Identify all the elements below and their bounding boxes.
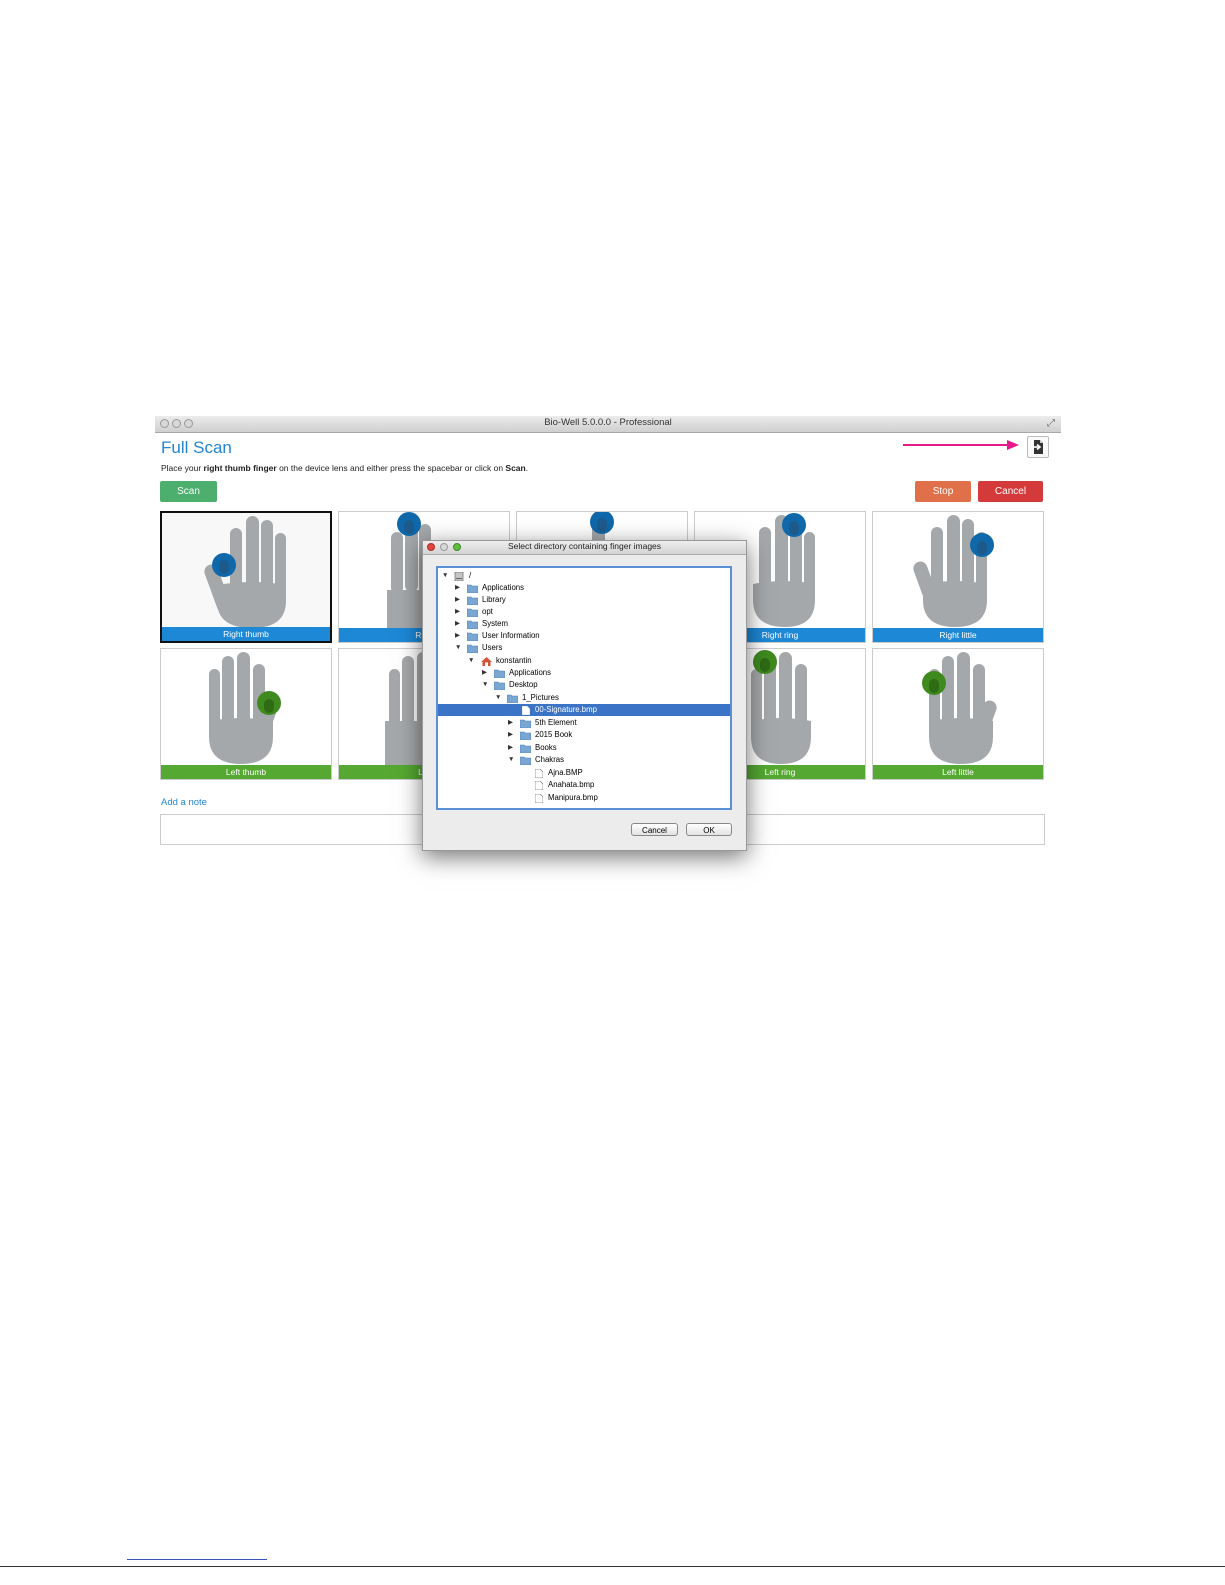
footnote-link-rule <box>127 1559 267 1560</box>
hand-icon <box>209 652 281 764</box>
folder-icon <box>494 681 505 690</box>
add-note-link[interactable]: Add a note <box>161 797 207 808</box>
folder-icon <box>507 694 518 703</box>
page-title: Full Scan <box>161 438 232 457</box>
folder-icon <box>520 756 531 765</box>
hand-icon <box>204 516 286 628</box>
file-icon <box>535 794 543 803</box>
tree-row[interactable]: ▶5th Element <box>508 718 577 728</box>
disclosure-collapsed-icon[interactable]: ▶ <box>482 669 487 676</box>
finger-label: Left little <box>873 765 1043 779</box>
disclosure-expanded-icon[interactable]: ▼ <box>482 681 489 688</box>
disclosure-expanded-icon[interactable]: ▼ <box>442 572 449 579</box>
finger-label: Right thumb <box>162 627 330 641</box>
tree-row[interactable]: ▶Books <box>508 743 557 753</box>
load-images-button[interactable] <box>1027 436 1049 458</box>
folder-icon <box>467 584 478 593</box>
window-title: Bio-Well 5.0.0.0 - Professional <box>544 417 672 428</box>
folder-icon <box>467 596 478 605</box>
tree-row[interactable]: Manipura.bmp <box>438 792 730 804</box>
finger-card-right-little[interactable]: Right little <box>872 511 1044 643</box>
disclosure-collapsed-icon[interactable]: ▶ <box>455 632 460 639</box>
tree-row[interactable]: ▶2015 Book <box>508 730 573 740</box>
folder-icon <box>467 644 478 653</box>
file-icon <box>535 769 543 778</box>
tree-row[interactable]: ▼konstantin <box>468 656 532 666</box>
disclosure-collapsed-icon[interactable]: ▶ <box>455 608 460 615</box>
tree-row[interactable]: ▼1_Pictures <box>495 693 559 703</box>
disclosure-collapsed-icon[interactable]: ▶ <box>455 584 460 591</box>
minimize-window-button[interactable] <box>172 419 181 428</box>
tree-row[interactable]: Ajna.BMP <box>438 767 730 779</box>
select-directory-dialog: Select directory containing finger image… <box>422 540 747 851</box>
tree-row[interactable]: ▶opt <box>455 607 493 617</box>
dialog-ok-button[interactable]: OK <box>686 823 732 836</box>
tree-row[interactable]: ▼Desktop <box>482 680 538 690</box>
dialog-minimize-button[interactable] <box>440 543 448 551</box>
folder-icon <box>467 632 478 641</box>
file-icon <box>522 706 530 715</box>
tree-row[interactable]: ▼/ <box>442 571 472 581</box>
finger-name: right thumb finger <box>203 463 277 473</box>
disclosure-collapsed-icon[interactable]: ▶ <box>455 596 460 603</box>
scan-button[interactable]: Scan <box>160 481 217 502</box>
page-footer-rule <box>0 1566 1225 1567</box>
finger-card-left-little[interactable]: Left little <box>872 648 1044 780</box>
disclosure-collapsed-icon[interactable]: ▶ <box>508 744 513 751</box>
tree-row[interactable]: ▶Applications <box>455 583 525 593</box>
home-icon <box>481 657 492 666</box>
hand-icon <box>751 650 811 764</box>
finger-card-right-thumb[interactable]: Right thumb <box>160 511 332 643</box>
hand-icon <box>922 652 997 764</box>
finger-label: Right little <box>873 628 1043 642</box>
dialog-zoom-button[interactable] <box>453 543 461 551</box>
tree-row[interactable]: Anahata.bmp <box>438 779 730 791</box>
window-titlebar: Bio-Well 5.0.0.0 - Professional ⤢ <box>155 416 1061 433</box>
close-window-button[interactable] <box>160 419 169 428</box>
folder-icon <box>467 608 478 617</box>
tree-row[interactable]: ▶System <box>455 619 508 629</box>
folder-icon <box>520 744 531 753</box>
disclosure-collapsed-icon[interactable]: ▶ <box>508 719 513 726</box>
dialog-close-button[interactable] <box>427 543 435 551</box>
folder-icon <box>520 719 531 728</box>
dialog-title: Select directory containing finger image… <box>507 541 662 551</box>
disclosure-collapsed-icon[interactable]: ▶ <box>508 731 513 738</box>
tree-row-selected[interactable]: 00-Signature.bmp <box>438 704 730 716</box>
zoom-window-button[interactable] <box>184 419 193 428</box>
scan-instruction: Place your right thumb finger on the dev… <box>161 463 529 473</box>
dialog-titlebar: Select directory containing finger image… <box>423 541 746 555</box>
disclosure-expanded-icon[interactable]: ▼ <box>468 657 475 664</box>
disclosure-expanded-icon[interactable]: ▼ <box>455 644 462 651</box>
dialog-cancel-button[interactable]: Cancel <box>631 823 678 836</box>
tree-row[interactable]: ▶Applications <box>482 668 552 678</box>
finger-label: Left thumb <box>161 765 331 779</box>
file-import-icon <box>1031 440 1043 454</box>
annotation-arrow-icon <box>903 440 1019 450</box>
directory-tree[interactable]: ▼/ ▶Applications ▶Library ▶opt ▶System ▶… <box>436 566 732 810</box>
stop-button[interactable]: Stop <box>915 481 971 502</box>
finger-card-left-thumb[interactable]: Left thumb <box>160 648 332 780</box>
file-icon <box>535 781 543 790</box>
disclosure-collapsed-icon[interactable]: ▶ <box>455 620 460 627</box>
tree-row[interactable]: ▼Users <box>455 643 503 653</box>
hand-icon <box>913 515 994 627</box>
tree-row[interactable]: ▼Chakras <box>508 755 565 765</box>
tree-row[interactable]: ▶Library <box>455 595 506 605</box>
folder-icon <box>467 620 478 629</box>
hand-icon <box>753 513 815 627</box>
tree-row[interactable]: ▶User Information <box>455 631 540 641</box>
disclosure-expanded-icon[interactable]: ▼ <box>495 694 502 701</box>
folder-icon <box>494 669 505 678</box>
disclosure-expanded-icon[interactable]: ▼ <box>508 756 515 763</box>
folder-icon <box>520 731 531 740</box>
cancel-button[interactable]: Cancel <box>978 481 1043 502</box>
fullscreen-icon[interactable]: ⤢ <box>1047 418 1055 429</box>
disk-icon <box>454 572 464 581</box>
